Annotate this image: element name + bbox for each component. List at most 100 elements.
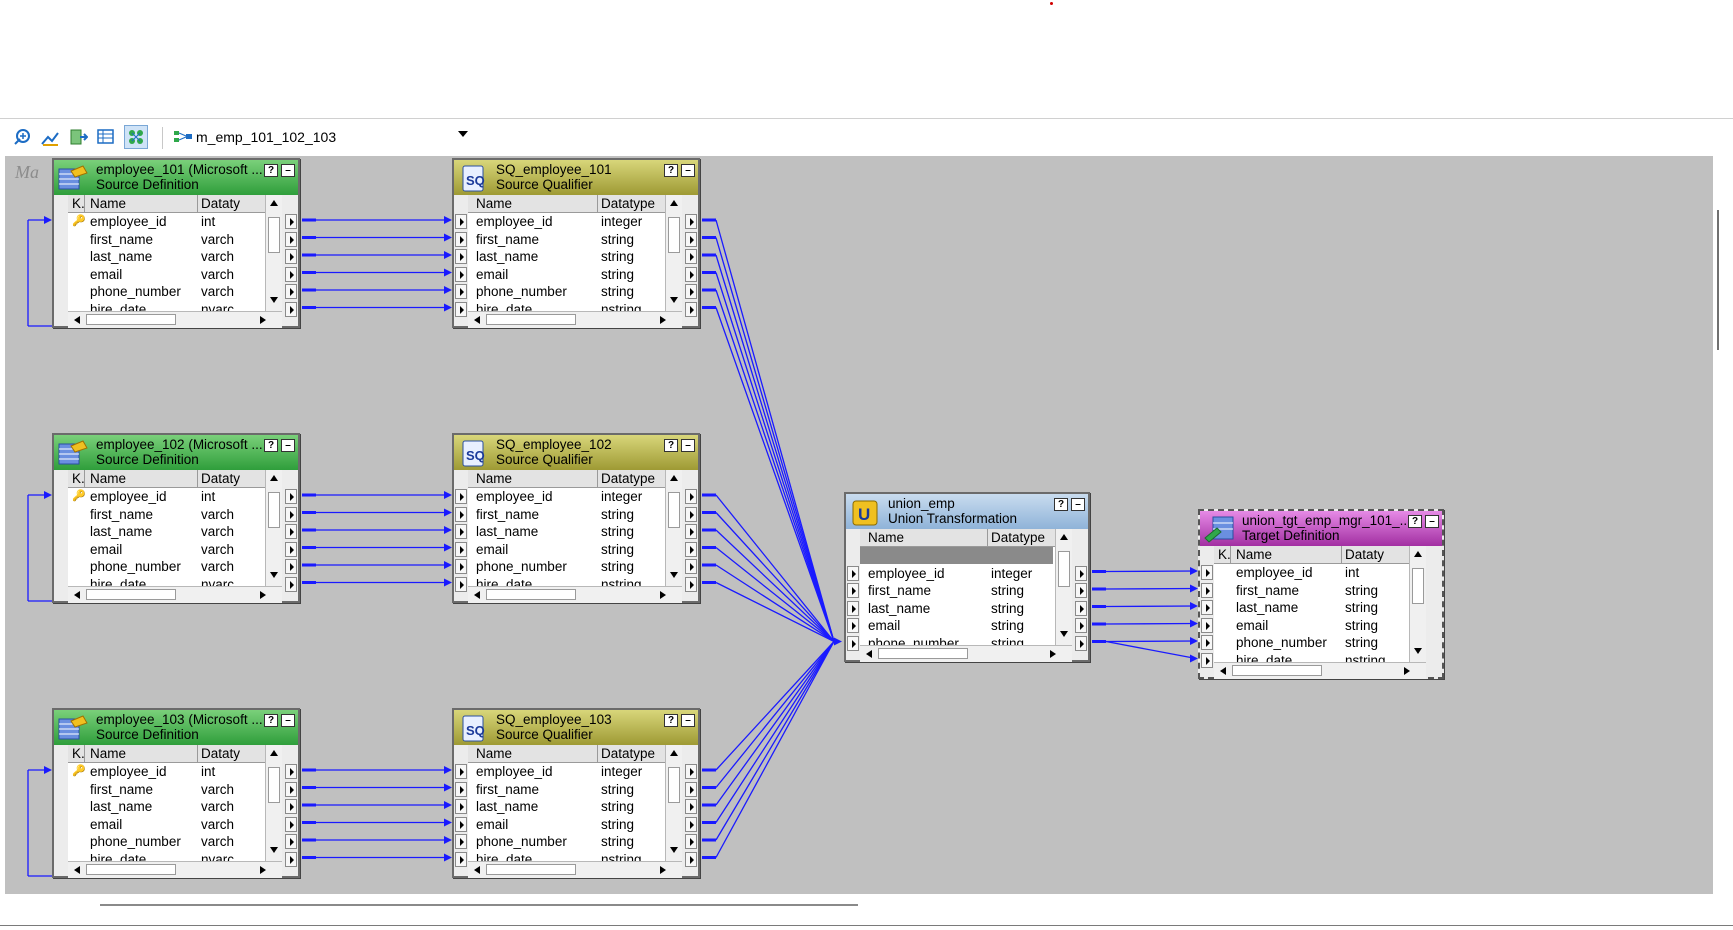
datatype-column-header[interactable]: Datatype: [991, 530, 1046, 545]
scroll-up-icon[interactable]: [1060, 534, 1068, 540]
input-port[interactable]: [455, 834, 467, 849]
name-column-header[interactable]: Name: [476, 746, 513, 761]
name-column-header[interactable]: Name: [1236, 547, 1273, 562]
scroll-left-icon[interactable]: [74, 866, 80, 874]
output-port[interactable]: [285, 541, 297, 557]
ports-horizontal-scrollbar[interactable]: [860, 645, 1072, 662]
scroll-down-icon[interactable]: [270, 297, 278, 303]
autolink-icon[interactable]: [66, 125, 90, 149]
ports-horizontal-scrollbar[interactable]: [68, 311, 282, 328]
output-port[interactable]: [285, 214, 297, 229]
input-port[interactable]: [455, 541, 467, 557]
output-port[interactable]: [685, 576, 697, 592]
scroll-down-icon[interactable]: [270, 572, 278, 578]
scroll-down-icon[interactable]: [270, 847, 278, 853]
input-port[interactable]: [1201, 600, 1213, 615]
output-port[interactable]: [685, 231, 697, 247]
input-port[interactable]: [455, 301, 467, 317]
output-port[interactable]: [685, 851, 697, 867]
minimize-button[interactable]: –: [281, 439, 295, 452]
minimize-button[interactable]: –: [1071, 498, 1085, 511]
input-port[interactable]: [1201, 582, 1213, 598]
input-port[interactable]: [455, 816, 467, 832]
key-column-header[interactable]: K.: [1218, 547, 1231, 562]
name-column-header[interactable]: Name: [90, 746, 127, 761]
output-port[interactable]: [1075, 618, 1087, 633]
datatype-column-header[interactable]: Datatype: [601, 746, 656, 761]
name-column-header[interactable]: Name: [868, 530, 905, 545]
datatype-column-header[interactable]: Dataty: [201, 746, 241, 761]
output-port[interactable]: [1075, 600, 1087, 616]
mapping-selector[interactable]: m_emp_101_102_103: [170, 125, 474, 149]
scroll-thumb[interactable]: [86, 864, 176, 875]
output-port[interactable]: [285, 266, 297, 282]
input-port[interactable]: [455, 284, 467, 299]
scroll-right-icon[interactable]: [660, 591, 666, 599]
output-port[interactable]: [285, 301, 297, 317]
output-port[interactable]: [1075, 635, 1087, 651]
source-definition-2[interactable]: employee_102 (Microsoft ...Source Defini…: [52, 433, 300, 603]
scroll-thumb[interactable]: [1058, 551, 1070, 587]
input-port[interactable]: [1201, 652, 1213, 668]
ports-vertical-scrollbar[interactable]: [665, 195, 682, 311]
scroll-up-icon[interactable]: [670, 475, 678, 481]
minimize-button[interactable]: –: [681, 439, 695, 452]
output-port[interactable]: [285, 489, 297, 504]
scroll-thumb[interactable]: [1232, 665, 1322, 676]
output-port[interactable]: [285, 781, 297, 797]
output-port[interactable]: [685, 781, 697, 797]
name-column-header[interactable]: Name: [90, 471, 127, 486]
input-port[interactable]: [455, 851, 467, 867]
ports-vertical-scrollbar[interactable]: [1055, 529, 1072, 645]
scroll-thumb[interactable]: [668, 492, 680, 528]
scroll-thumb[interactable]: [486, 589, 576, 600]
ports-horizontal-scrollbar[interactable]: [468, 311, 682, 328]
output-port[interactable]: [685, 489, 697, 504]
minimize-button[interactable]: –: [681, 164, 695, 177]
ports-vertical-scrollbar[interactable]: [265, 195, 282, 311]
output-port[interactable]: [685, 301, 697, 317]
help-button[interactable]: ?: [664, 439, 678, 452]
output-port[interactable]: [285, 851, 297, 867]
output-port[interactable]: [285, 524, 297, 539]
ports-vertical-scrollbar[interactable]: [265, 470, 282, 586]
input-port[interactable]: [847, 583, 859, 598]
input-port[interactable]: [455, 506, 467, 522]
datatype-column-header[interactable]: Datatype: [601, 471, 656, 486]
scroll-thumb[interactable]: [878, 648, 968, 659]
scroll-right-icon[interactable]: [260, 866, 266, 874]
help-button[interactable]: ?: [264, 714, 278, 727]
input-port[interactable]: [847, 565, 859, 581]
source-definition-1[interactable]: employee_101 (Microsoft ...Source Defini…: [52, 158, 300, 328]
output-port[interactable]: [685, 266, 697, 282]
output-port[interactable]: [685, 214, 697, 229]
ports-vertical-scrollbar[interactable]: [665, 745, 682, 861]
scroll-thumb[interactable]: [86, 314, 176, 325]
minimize-button[interactable]: –: [281, 714, 295, 727]
propagate-icon[interactable]: [94, 125, 118, 149]
scroll-thumb[interactable]: [668, 767, 680, 803]
input-port[interactable]: [847, 618, 859, 633]
